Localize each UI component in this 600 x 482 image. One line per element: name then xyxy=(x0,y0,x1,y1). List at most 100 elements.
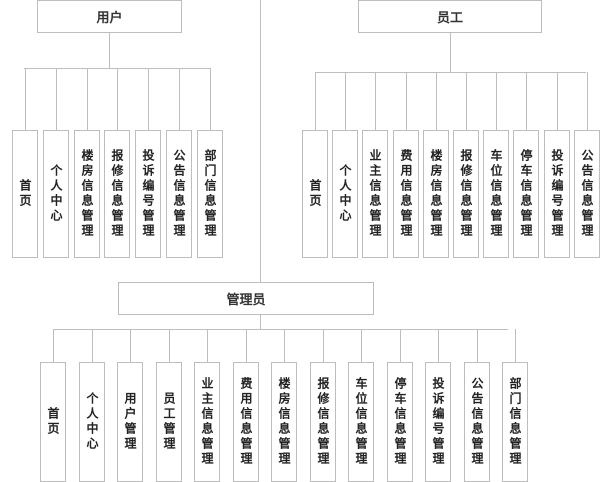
staff-leaf-connector xyxy=(436,72,437,130)
staff-module-label: 首页 xyxy=(308,179,322,209)
admin-module-node: 部门信息管理 xyxy=(502,362,528,482)
staff-stem xyxy=(450,33,451,73)
staff-leaf-connector xyxy=(526,72,527,130)
admin-module-node: 员工管理 xyxy=(156,362,182,482)
staff-leaf-connector xyxy=(557,72,558,130)
admin-module-label: 投诉编号管理 xyxy=(431,377,445,467)
admin-module-node: 首页 xyxy=(40,362,66,482)
admin-leaf-connector xyxy=(207,329,208,362)
staff-module-node: 投诉编号管理 xyxy=(544,130,570,258)
user-leaf-connector xyxy=(56,68,57,130)
staff-module-node: 停车信息管理 xyxy=(513,130,539,258)
admin-leaf-connector xyxy=(361,329,362,362)
user-leaf-connector xyxy=(117,68,118,130)
role-admin-node: 管理员 xyxy=(118,282,374,315)
user-module-node: 个人中心 xyxy=(43,130,69,258)
admin-module-node: 楼房信息管理 xyxy=(271,362,297,482)
user-module-node: 投诉编号管理 xyxy=(135,130,161,258)
admin-module-label: 部门信息管理 xyxy=(508,377,522,467)
staff-module-node: 公告信息管理 xyxy=(574,130,600,258)
admin-module-label: 用户管理 xyxy=(123,392,137,452)
admin-leaf-connector xyxy=(53,329,54,362)
staff-module-label: 楼房信息管理 xyxy=(429,149,443,239)
user-module-node: 首页 xyxy=(12,130,38,258)
admin-module-node: 公告信息管理 xyxy=(464,362,490,482)
staff-module-node: 楼房信息管理 xyxy=(423,130,449,258)
user-module-label: 公告信息管理 xyxy=(172,149,186,239)
admin-leaf-connector xyxy=(284,329,285,362)
admin-leaf-connector xyxy=(323,329,324,362)
admin-module-label: 车位信息管理 xyxy=(354,377,368,467)
admin-leaf-connector xyxy=(477,329,478,362)
user-module-label: 投诉编号管理 xyxy=(141,149,155,239)
admin-module-label: 首页 xyxy=(46,407,60,437)
staff-module-label: 投诉编号管理 xyxy=(550,149,564,239)
role-user-label: 用户 xyxy=(96,11,123,26)
user-leaf-connector xyxy=(179,68,180,130)
staff-module-label: 费用信息管理 xyxy=(399,149,413,239)
user-leaf-connector xyxy=(87,68,88,130)
admin-module-node: 业主信息管理 xyxy=(194,362,220,482)
user-module-label: 部门信息管理 xyxy=(203,149,217,239)
staff-module-node: 报修信息管理 xyxy=(453,130,479,258)
user-module-node: 楼房信息管理 xyxy=(74,130,100,258)
admin-module-label: 报修信息管理 xyxy=(316,377,330,467)
role-staff-node: 员工 xyxy=(358,0,542,33)
staff-leaf-connector xyxy=(466,72,467,130)
staff-module-label: 个人中心 xyxy=(338,164,352,224)
admin-module-node: 报修信息管理 xyxy=(310,362,336,482)
staff-module-node: 业主信息管理 xyxy=(362,130,388,258)
admin-module-label: 业主信息管理 xyxy=(200,377,214,467)
user-stem xyxy=(109,33,110,69)
staff-module-node: 个人中心 xyxy=(332,130,358,258)
admin-module-label: 员工管理 xyxy=(162,392,176,452)
staff-leaf-connector xyxy=(315,72,316,130)
admin-module-node: 车位信息管理 xyxy=(348,362,374,482)
admin-module-node: 用户管理 xyxy=(117,362,143,482)
admin-leaf-connector xyxy=(515,329,516,362)
staff-leaf-connector xyxy=(587,72,588,130)
admin-module-node: 费用信息管理 xyxy=(233,362,259,482)
admin-module-node: 个人中心 xyxy=(79,362,105,482)
user-module-node: 报修信息管理 xyxy=(104,130,130,258)
admin-leaf-connector xyxy=(400,329,401,362)
user-module-node: 公告信息管理 xyxy=(166,130,192,258)
role-staff-label: 员工 xyxy=(436,11,463,26)
admin-leaf-connector xyxy=(130,329,131,362)
user-module-label: 报修信息管理 xyxy=(110,149,124,239)
staff-module-node: 车位信息管理 xyxy=(483,130,509,258)
user-module-label: 首页 xyxy=(18,179,32,209)
admin-leaf-connector xyxy=(169,329,170,362)
admin-module-label: 楼房信息管理 xyxy=(277,377,291,467)
admin-leaf-connector xyxy=(92,329,93,362)
user-leaf-connector xyxy=(25,68,26,130)
staff-leaf-connector xyxy=(496,72,497,130)
admin-module-label: 费用信息管理 xyxy=(239,377,253,467)
admin-bus xyxy=(53,329,508,330)
staff-module-node: 首页 xyxy=(302,130,328,258)
center-connector xyxy=(260,0,261,282)
admin-module-label: 停车信息管理 xyxy=(393,377,407,467)
staff-bus xyxy=(315,72,586,73)
admin-leaf-connector xyxy=(438,329,439,362)
user-leaf-connector xyxy=(210,68,211,130)
role-admin-label: 管理员 xyxy=(226,293,266,308)
user-module-node: 部门信息管理 xyxy=(197,130,223,258)
role-user-node: 用户 xyxy=(37,0,182,33)
staff-leaf-connector xyxy=(345,72,346,130)
staff-module-label: 公告信息管理 xyxy=(580,149,594,239)
staff-module-node: 费用信息管理 xyxy=(393,130,419,258)
staff-module-label: 车位信息管理 xyxy=(489,149,503,239)
user-module-label: 楼房信息管理 xyxy=(80,149,94,239)
admin-module-node: 投诉编号管理 xyxy=(425,362,451,482)
staff-module-label: 报修信息管理 xyxy=(459,149,473,239)
user-leaf-connector xyxy=(148,68,149,130)
admin-module-node: 停车信息管理 xyxy=(387,362,413,482)
admin-module-label: 公告信息管理 xyxy=(470,377,484,467)
staff-module-label: 停车信息管理 xyxy=(519,149,533,239)
admin-leaf-connector xyxy=(246,329,247,362)
user-module-label: 个人中心 xyxy=(49,164,63,224)
admin-stem xyxy=(260,315,261,330)
staff-leaf-connector xyxy=(375,72,376,130)
staff-module-label: 业主信息管理 xyxy=(368,149,382,239)
